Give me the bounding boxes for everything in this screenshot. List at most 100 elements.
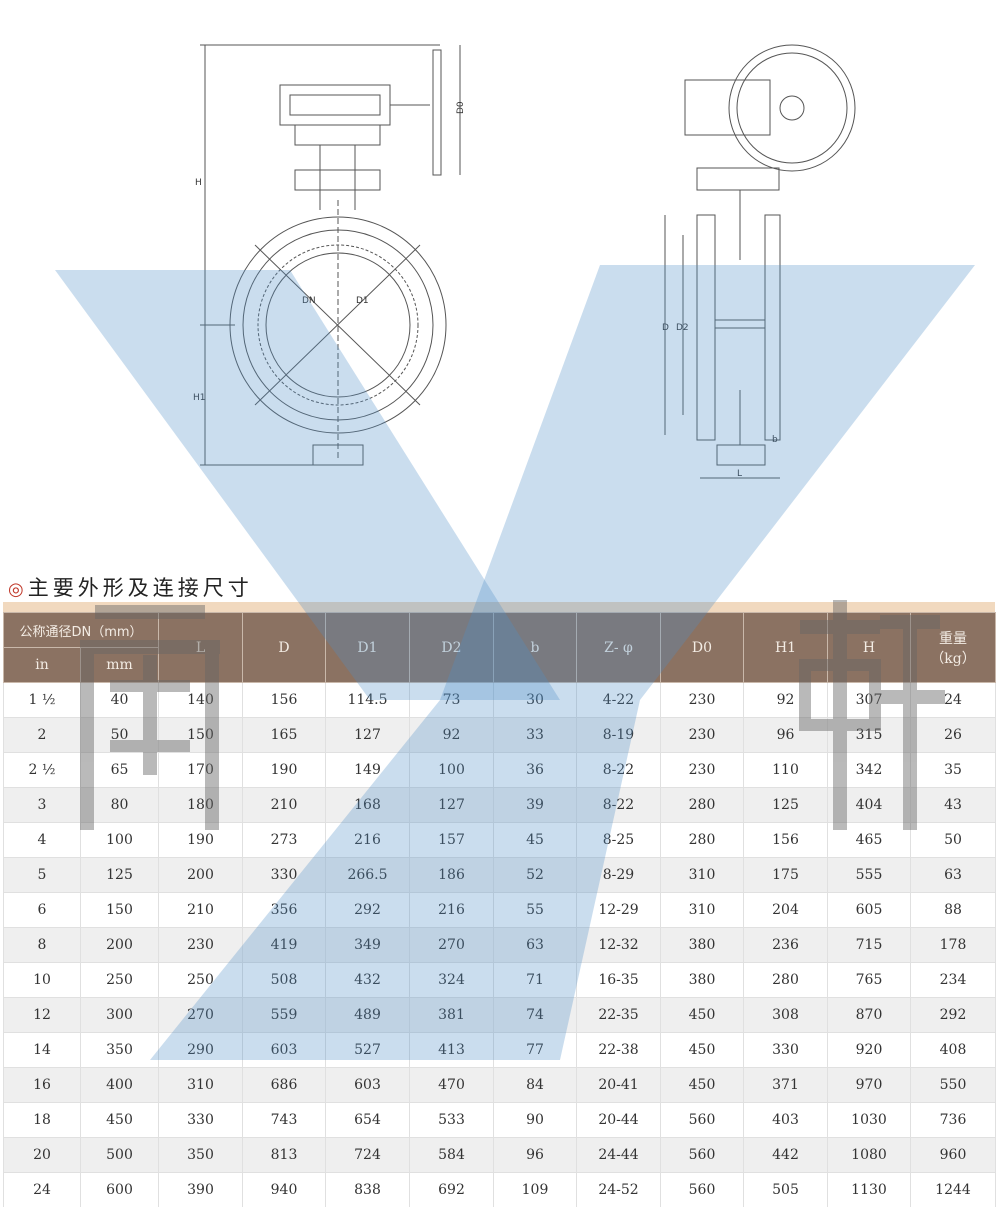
table-cell: 280 (660, 787, 744, 823)
table-cell: 140 (158, 682, 243, 718)
table-cell: 350 (158, 1137, 243, 1173)
table-cell: 470 (409, 1067, 494, 1103)
table-cell: 870 (827, 997, 911, 1033)
table-cell: 73 (409, 682, 494, 718)
section-title: ◎主要外形及连接尺寸 (8, 572, 253, 602)
double-circle-icon: ◎ (8, 579, 24, 600)
table-cell: 63 (493, 927, 577, 963)
table-cell: 4 (3, 822, 81, 858)
table-cell: 527 (325, 1032, 410, 1068)
table-cell: 6 (3, 892, 81, 928)
table-cell: 210 (242, 787, 326, 823)
table-cell: 724 (325, 1137, 410, 1173)
table-cell: 960 (910, 1137, 996, 1173)
table-cell: 230 (660, 682, 744, 718)
table-cell: 280 (743, 962, 828, 998)
table-cell: 96 (493, 1137, 577, 1173)
section-title-text: 主要外形及连接尺寸 (27, 576, 253, 600)
table-cell: 20-44 (576, 1102, 661, 1138)
table-cell: 170 (158, 752, 243, 788)
table-cell: 465 (827, 822, 911, 858)
table-cell: 20 (3, 1137, 81, 1173)
table-cell: 8 (3, 927, 81, 963)
table-cell: 560 (660, 1172, 744, 1207)
table-cell: 310 (660, 857, 744, 893)
table-cell: 310 (158, 1067, 243, 1103)
table-cell: 92 (743, 682, 828, 718)
table-cell: 40 (80, 682, 159, 718)
dim-label-d1: D1 (356, 296, 369, 306)
table-cell: 270 (409, 927, 494, 963)
table-cell: 736 (910, 1102, 996, 1138)
table-cell: 356 (242, 892, 326, 928)
table-cell: 8-22 (576, 787, 661, 823)
table-cell: 77 (493, 1032, 577, 1068)
table-cell: 16 (3, 1067, 81, 1103)
table-cell: 450 (660, 1032, 744, 1068)
table-cell: 413 (409, 1032, 494, 1068)
table-cell: 150 (80, 892, 159, 928)
table-cell: 380 (660, 962, 744, 998)
table-cell: 26 (910, 717, 996, 753)
dim-label-h: H (195, 178, 202, 188)
table-cell: 450 (660, 1067, 744, 1103)
table-cell: 5 (3, 857, 81, 893)
table-cell: 838 (325, 1172, 410, 1207)
table-cell: 125 (743, 787, 828, 823)
header-nominal-diameter: 公称通径DN（mm） (3, 612, 159, 648)
table-cell: 33 (493, 717, 577, 753)
table-cell: 603 (325, 1067, 410, 1103)
header-h1: H1 (743, 612, 828, 683)
table-cell: 550 (910, 1067, 996, 1103)
table-cell: 692 (409, 1172, 494, 1207)
table-cell: 1 ½ (3, 682, 81, 718)
table-cell: 404 (827, 787, 911, 823)
table-cell: 127 (325, 717, 410, 753)
table-cell: 18 (3, 1102, 81, 1138)
table-cell: 2 ½ (3, 752, 81, 788)
table-cell: 127 (409, 787, 494, 823)
table-cell: 292 (910, 997, 996, 1033)
table-cell: 450 (80, 1102, 159, 1138)
table-cell: 315 (827, 717, 911, 753)
table-cell: 175 (743, 857, 828, 893)
table-cell: 3 (3, 787, 81, 823)
table-cell: 12-32 (576, 927, 661, 963)
table-cell: 442 (743, 1137, 828, 1173)
table-cell: 230 (660, 717, 744, 753)
table-cell: 920 (827, 1032, 911, 1068)
header-in: in (3, 647, 81, 683)
table-cell: 96 (743, 717, 828, 753)
table-cell: 84 (493, 1067, 577, 1103)
table-cell: 74 (493, 997, 577, 1033)
table-cell: 210 (158, 892, 243, 928)
table-cell: 150 (158, 717, 243, 753)
table-cell: 432 (325, 962, 410, 998)
table-cell: 52 (493, 857, 577, 893)
table-cell: 92 (409, 717, 494, 753)
table-cell: 109 (493, 1172, 577, 1207)
table-cell: 156 (242, 682, 326, 718)
table-cell: 350 (80, 1032, 159, 1068)
table-cell: 250 (80, 962, 159, 998)
table-cell: 50 (80, 717, 159, 753)
header-h: H (827, 612, 911, 683)
table-cell: 600 (80, 1172, 159, 1207)
table-cell: 88 (910, 892, 996, 928)
table-cell: 408 (910, 1032, 996, 1068)
valve-technical-drawings: H D0 H1 DN D1 D D2 L b (193, 44, 856, 479)
table-cell: 149 (325, 752, 410, 788)
header-d0: D0 (660, 612, 744, 683)
weight-label: 重量 (939, 630, 967, 647)
table-top-band (3, 602, 995, 612)
table-cell: 310 (660, 892, 744, 928)
table-cell: 39 (493, 787, 577, 823)
table-cell: 65 (80, 752, 159, 788)
table-cell: 24-44 (576, 1137, 661, 1173)
